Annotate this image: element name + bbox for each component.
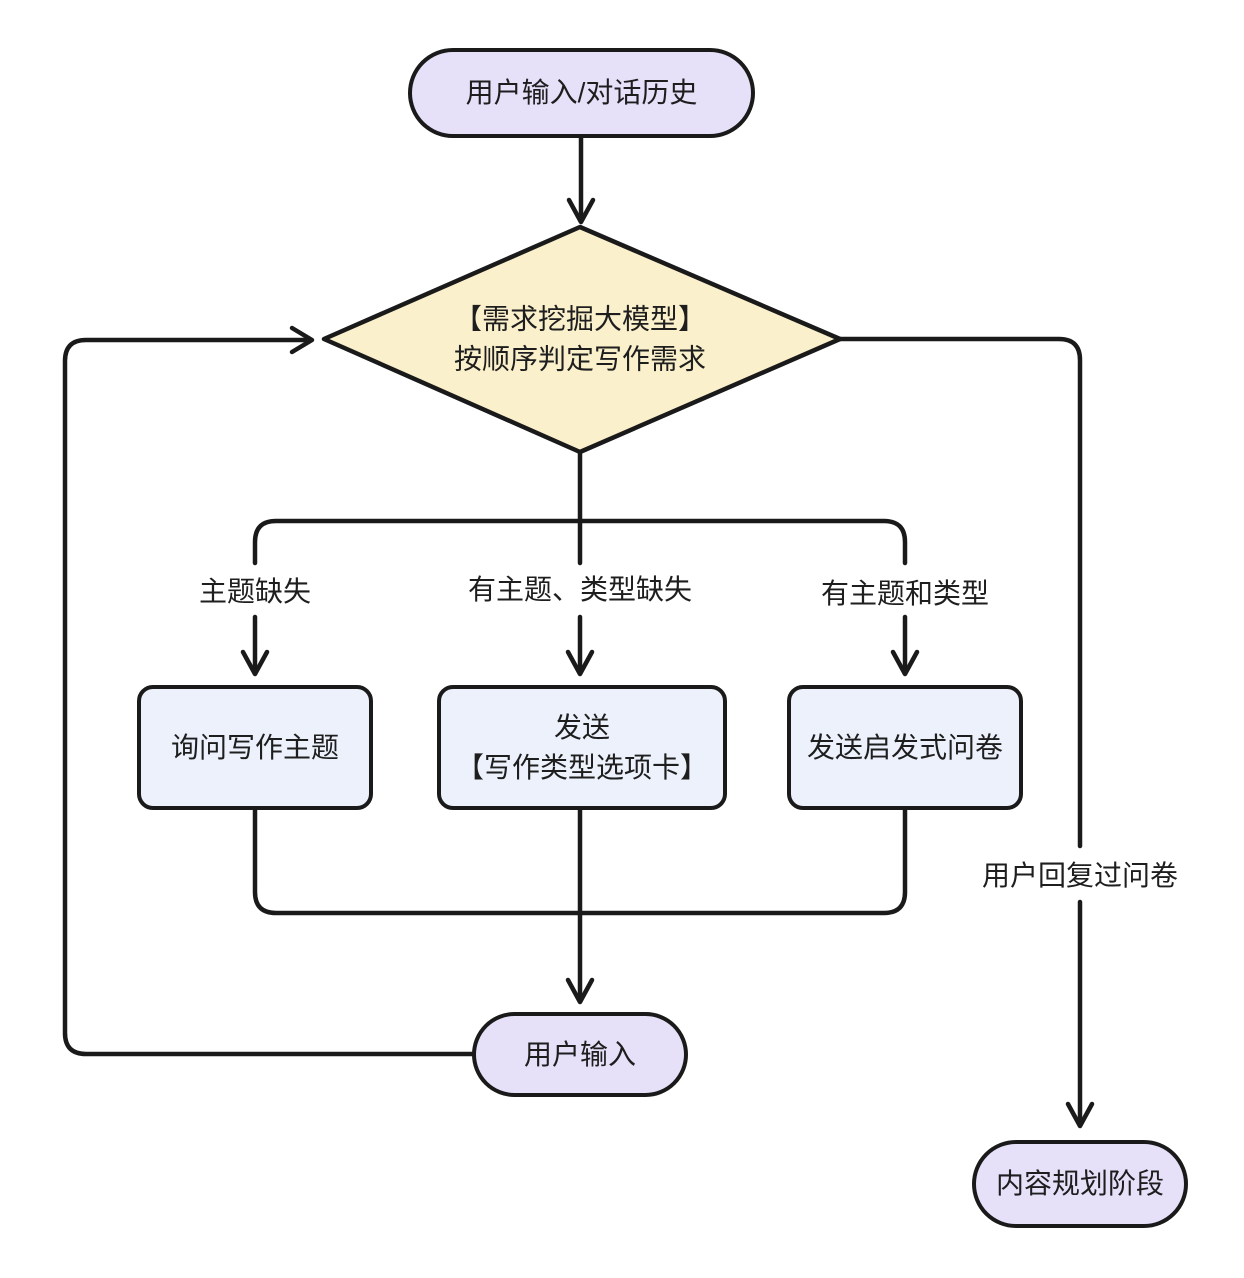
- branch-label-has-topic-and-type: 有主题和类型: [812, 570, 998, 614]
- planning-node-label: 内容规划阶段: [995, 1168, 1164, 1200]
- arrowhead-loop-to-decision: [289, 325, 315, 355]
- arrowhead-branch-type-missing: [565, 649, 595, 677]
- send-type-card-node-label: 发送 【写作类型选项卡】: [455, 711, 708, 783]
- edge-loop-user-input-to-decision: [62, 337, 475, 1057]
- edge-decision-to-planning: [837, 336, 1083, 1123]
- send-questionnaire-node: 发送启发式问卷: [787, 685, 1023, 810]
- user-input-node: 用户输入: [472, 1012, 688, 1097]
- ask-topic-node: 询问写作主题: [137, 685, 373, 810]
- edge-decision-split: [252, 449, 908, 566]
- arrowhead-merge-to-user-input: [565, 977, 595, 1005]
- planning-node: 内容规划阶段: [972, 1140, 1188, 1228]
- arrowhead-branch-topic-missing: [240, 649, 270, 677]
- edge-merge-to-user-input: [252, 807, 908, 999]
- branch-label-topic-missing: 主题缺失: [190, 568, 320, 612]
- start-node-label: 用户输入/对话历史: [465, 77, 698, 109]
- branch-label-answered-questionnaire: 用户回复过问卷: [973, 852, 1187, 896]
- start-node: 用户输入/对话历史: [408, 48, 755, 138]
- send-questionnaire-node-label: 发送启发式问卷: [806, 731, 1003, 763]
- arrowhead-start-to-decision: [566, 197, 596, 225]
- user-input-node-label: 用户输入: [523, 1038, 636, 1070]
- decision-node-label: 【需求挖掘大模型】 按顺序判定写作需求: [453, 303, 707, 374]
- branch-label-has-topic-type-missing: 有主题、类型缺失: [459, 566, 701, 610]
- send-type-card-node: 发送 【写作类型选项卡】: [437, 685, 727, 810]
- arrowhead-branch-has-both: [890, 649, 920, 677]
- arrowhead-decision-to-planning: [1065, 1101, 1095, 1129]
- ask-topic-node-label: 询问写作主题: [170, 731, 339, 763]
